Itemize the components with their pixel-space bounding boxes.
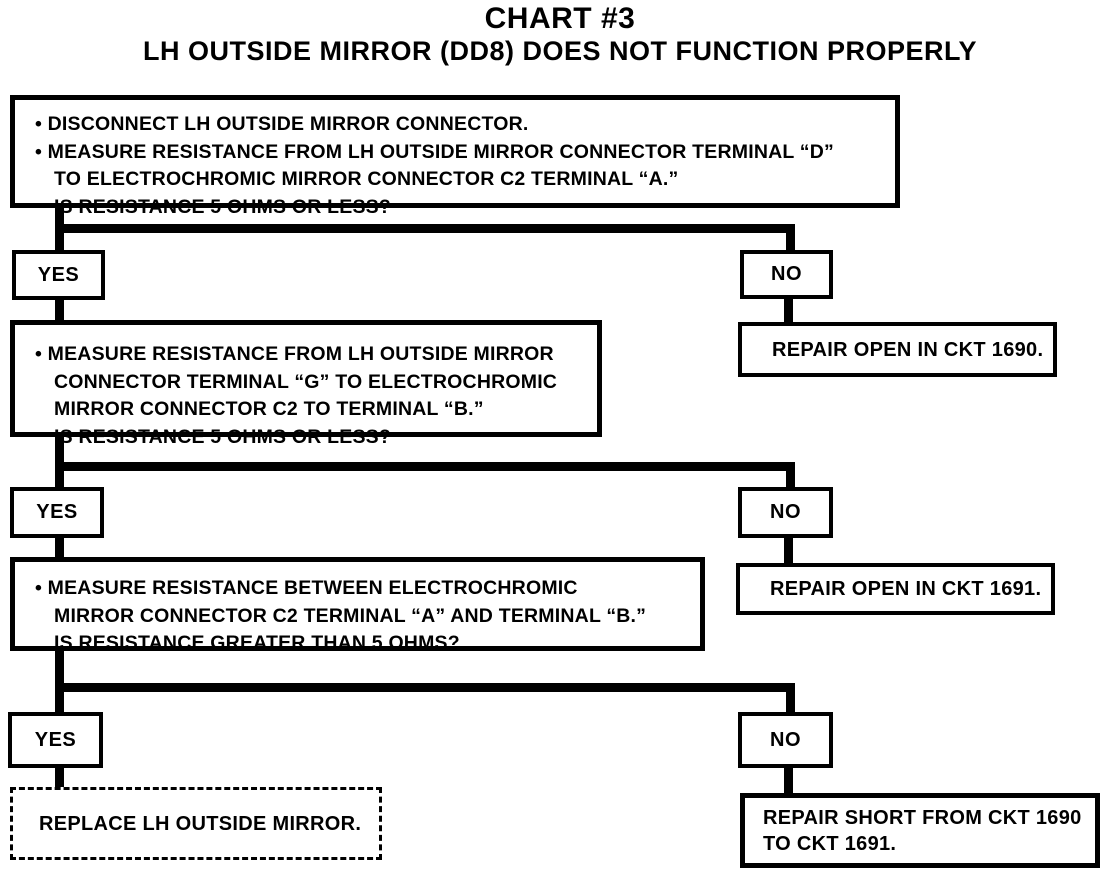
- connector-row2-horizontal: [55, 462, 795, 471]
- connector-step2-stem: [55, 433, 64, 489]
- repair-open-1690-box: REPAIR OPEN IN CKT 1690.: [738, 322, 1057, 377]
- step1-line: • DISCONNECT LH OUTSIDE MIRROR CONNECTOR…: [35, 113, 529, 135]
- step3-question-box: • MEASURE RESISTANCE BETWEEN ELECTROCHRO…: [10, 557, 705, 654]
- connector-yes2-step3: [55, 536, 64, 559]
- step2-line: CONNECTOR TERMINAL “G” TO ELECTROCHROMIC: [54, 370, 558, 393]
- repair-short-box: REPAIR SHORT FROM CKT 1690 TO CKT 1691.: [740, 793, 1100, 868]
- step1-question-box: • DISCONNECT LH OUTSIDE MIRROR CONNECTOR…: [10, 95, 900, 218]
- connector-yes3-replace: [55, 766, 64, 789]
- no-box-3: NO: [738, 712, 833, 768]
- no-label: NO: [770, 501, 801, 523]
- repair-open-1691-box: REPAIR OPEN IN CKT 1691.: [736, 563, 1055, 615]
- step2-line: MIRROR CONNECTOR C2 TO TERMINAL “B.”: [54, 398, 484, 420]
- yes-label: YES: [36, 501, 78, 523]
- step2-line: IS RESISTANCE 5 OHMS OR LESS?: [54, 425, 391, 448]
- step2-question-box: • MEASURE RESISTANCE FROM LH OUTSIDE MIR…: [10, 320, 602, 448]
- replace-mirror-box: REPLACE LH OUTSIDE MIRROR.: [10, 787, 382, 860]
- connector-no1-repair: [784, 297, 793, 324]
- step1-line: • MEASURE RESISTANCE FROM LH OUTSIDE MIR…: [35, 140, 834, 163]
- connector-no2-repair: [784, 536, 793, 565]
- connector-row3-no-drop: [786, 683, 795, 714]
- step1-line: TO ELECTROCHROMIC MIRROR CONNECTOR C2 TE…: [54, 168, 679, 190]
- yes-box-2: YES: [10, 487, 104, 538]
- chart-title: CHART #3: [484, 2, 636, 35]
- yes-box-1: YES: [12, 250, 105, 300]
- step3-line: MIRROR CONNECTOR C2 TERMINAL “A” AND TER…: [54, 604, 647, 627]
- no-box-2: NO: [738, 487, 833, 538]
- yes-box-3: YES: [8, 712, 103, 768]
- connector-no3-repair-short: [784, 766, 793, 795]
- connector-row1-horizontal: [55, 224, 795, 233]
- step2-line: • MEASURE RESISTANCE FROM LH OUTSIDE MIR…: [35, 343, 554, 365]
- step1-line: IS RESISTANCE 5 OHMS OR LESS?: [54, 195, 391, 218]
- chart-subtitle: LH OUTSIDE MIRROR (DD8) DOES NOT FUNCTIO…: [142, 36, 978, 66]
- no-box-1: NO: [740, 250, 833, 299]
- connector-row1-no-drop: [786, 224, 795, 250]
- step3-line: • MEASURE RESISTANCE BETWEEN ELECTROCHRO…: [35, 577, 578, 599]
- no-label: NO: [771, 263, 802, 285]
- connector-step3-stem: [55, 649, 64, 714]
- yes-label: YES: [37, 263, 80, 286]
- no-label: NO: [770, 728, 801, 751]
- connector-row3-horizontal: [55, 683, 795, 692]
- connector-yes1-step2: [55, 298, 64, 322]
- connector-row2-no-drop: [786, 462, 795, 489]
- step3-line: IS RESISTANCE GREATER THAN 5 OHMS?: [54, 632, 460, 654]
- yes-label: YES: [34, 728, 77, 751]
